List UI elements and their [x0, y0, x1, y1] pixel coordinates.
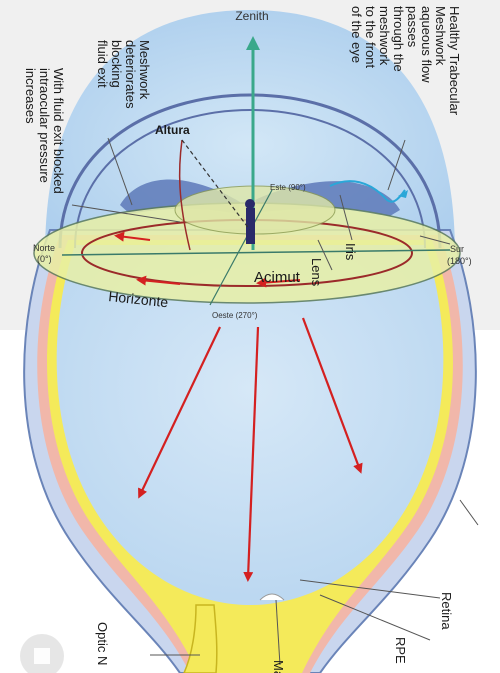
svg-text:intraocular pressure: intraocular pressure [37, 68, 52, 183]
svg-text:through the: through the [391, 6, 406, 72]
leader-deteriorates [107, 137, 133, 206]
svg-text:blocking: blocking [109, 40, 124, 88]
svg-text:meshwork: meshwork [377, 6, 392, 66]
horizonte-label: Horizonte [108, 288, 169, 310]
svg-text:deteriorates: deteriorates [123, 40, 138, 109]
cornea-outer [58, 93, 442, 249]
sight-line [181, 139, 251, 231]
pressure-arrow-center [243, 326, 260, 582]
macula-label: Ma [271, 660, 286, 673]
svg-text:Meshwork: Meshwork [433, 6, 448, 66]
oeste-label: Oeste (270°) [212, 311, 258, 320]
east-west-line [209, 189, 273, 306]
leader-sur [419, 235, 451, 245]
svg-text:aqueous flow: aqueous flow [419, 6, 434, 83]
macula-pit [259, 593, 285, 601]
optic-nerve-label: Optic N [95, 622, 110, 665]
svg-text:passes: passes [405, 6, 420, 48]
leader-sclera [459, 499, 479, 526]
svg-text:fluid exit: fluid exit [95, 40, 110, 88]
leader-retina [299, 579, 441, 599]
observer-head [245, 199, 255, 209]
leader-blocked [71, 204, 181, 223]
pressure-arrow-left [138, 326, 221, 499]
altitude-arc [178, 139, 191, 251]
zenith-label: Zenith [235, 9, 268, 23]
sur-degree-label: (180°) [447, 256, 472, 266]
retina-label: Retina [439, 592, 454, 630]
svg-text:to the front: to the front [363, 6, 378, 69]
aqueous-flow-head [398, 190, 408, 198]
leader-macula [275, 599, 281, 666]
este-label: Este (90°) [270, 183, 306, 192]
vitreous-body [56, 245, 444, 605]
north-south-line [61, 249, 451, 256]
iris-label: Iris [343, 243, 358, 261]
azimuth-arrow-bottom [136, 275, 181, 286]
norte-degree-label: (0°) [37, 254, 52, 264]
leader-rpe [319, 594, 431, 641]
azimuth-arrow-left [114, 231, 151, 242]
deteriorates-note: Meshwork deteriorates blocking fluid exi… [95, 40, 152, 109]
leader-healthy [387, 139, 406, 191]
lens-label: Lens [309, 258, 324, 287]
leader-iris [339, 194, 353, 241]
svg-text:Meshwork: Meshwork [137, 40, 152, 100]
blocked-note: With fluid exit blocked intraocular pres… [23, 68, 66, 194]
altura-label: Altura [155, 123, 190, 137]
norte-label: Norte [33, 243, 55, 253]
rpe-label: RPE [393, 637, 408, 664]
leader-lens [317, 239, 333, 271]
watermark-glyph [34, 648, 50, 664]
observer-figure [246, 208, 255, 244]
svg-text:increases: increases [23, 68, 38, 124]
cornea-inner [74, 108, 426, 249]
svg-text:With fluid exit blocked: With fluid exit blocked [51, 68, 66, 194]
optic-nerve [183, 604, 218, 673]
sur-label: Sur [450, 244, 464, 254]
healthy-meshwork-note: Healthy Trabecular Meshwork aqueous flow… [349, 6, 462, 116]
svg-text:Healthy Trabecular: Healthy Trabecular [447, 6, 462, 116]
acimut-label: Acimut [254, 269, 301, 286]
svg-text:of the eye: of the eye [349, 6, 364, 63]
pressure-arrow-right [301, 317, 363, 474]
aqueous-flow-path [329, 180, 406, 203]
azimuth-arrow-lower-right [256, 277, 301, 288]
